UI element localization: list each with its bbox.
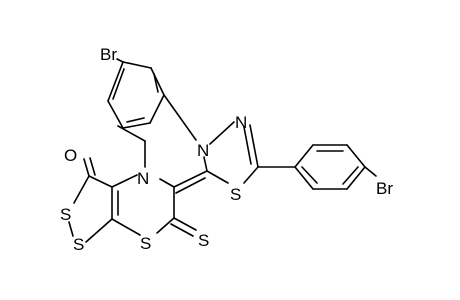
bond — [243, 166, 259, 184]
bond — [294, 144, 314, 168]
bond — [83, 158, 90, 177]
bond — [170, 223, 194, 237]
right-bromophenyl-ring — [257, 144, 377, 190]
bond — [112, 68, 125, 100]
bond — [249, 124, 259, 168]
bond — [294, 166, 314, 190]
bond — [173, 217, 197, 231]
bond — [117, 125, 146, 142]
dithiolone-ring — [68, 157, 113, 243]
atom-n-aryl: N — [197, 141, 209, 160]
bond — [346, 166, 366, 190]
bond — [122, 61, 152, 69]
bond — [159, 178, 175, 188]
bond — [342, 166, 359, 185]
atom-n-thiadiazole: N — [235, 113, 247, 132]
bond — [107, 61, 124, 102]
bond — [173, 170, 208, 188]
atom-s-thiadiazole: S — [230, 185, 241, 204]
thiadiazoline-ring — [203, 121, 259, 184]
atom-s-dithiole-2: S — [73, 235, 84, 254]
thiopyran-ring — [111, 174, 197, 237]
bond — [150, 67, 165, 96]
bond — [149, 94, 165, 124]
bond — [107, 100, 124, 129]
atom-s-thiopyran: S — [140, 234, 151, 253]
upper-bromophenyl-ring — [107, 58, 197, 141]
bond — [111, 218, 141, 236]
atom-n-ethyl: N — [137, 169, 149, 188]
bond — [364, 166, 377, 177]
bond — [89, 157, 96, 176]
bond — [346, 144, 366, 168]
ethyl-group — [117, 125, 146, 168]
bond — [301, 166, 318, 184]
atom-br-right: Br — [376, 179, 393, 198]
bond — [163, 94, 197, 141]
bond — [209, 121, 235, 145]
bond — [68, 221, 74, 237]
atom-labels: Br N N S Br N O S S S S — [60, 45, 393, 254]
bond — [153, 73, 159, 93]
bond — [122, 122, 151, 129]
bond — [88, 175, 113, 188]
bond — [156, 217, 175, 234]
bond — [206, 170, 229, 184]
bond — [175, 177, 206, 194]
atom-s-thioxo: S — [198, 231, 209, 250]
bond — [126, 117, 145, 123]
bond — [243, 126, 252, 165]
bond — [111, 174, 138, 188]
bond — [116, 58, 124, 63]
atom-br-top: Br — [100, 45, 117, 64]
atom-s-dithiole-1: S — [60, 205, 71, 224]
atom-o-carbonyl: O — [64, 146, 77, 165]
ylidene-double-bond — [173, 170, 208, 194]
bond — [203, 156, 208, 172]
bond — [85, 218, 113, 243]
bond — [73, 175, 90, 204]
